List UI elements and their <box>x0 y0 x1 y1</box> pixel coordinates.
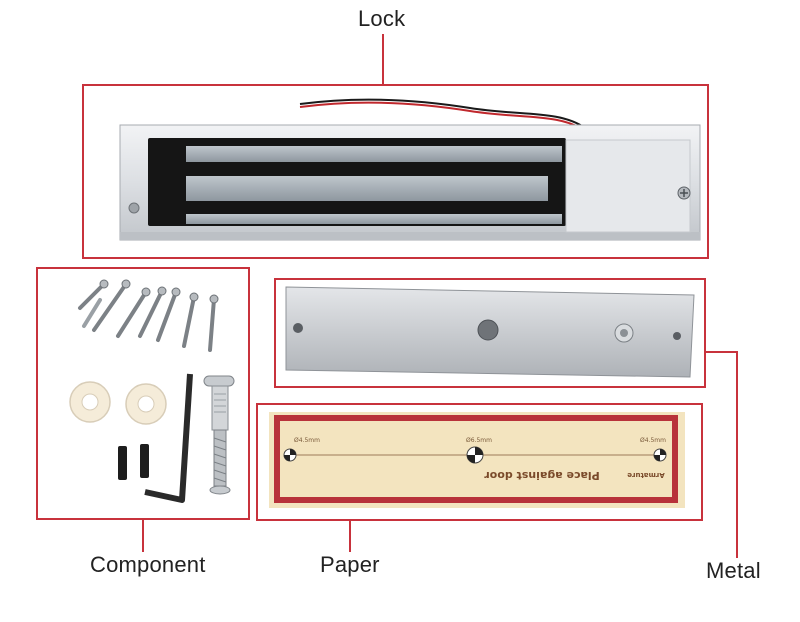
component-leader-line <box>142 520 144 552</box>
paper-leader-line <box>349 521 351 552</box>
metal-label: Metal <box>706 558 761 583</box>
mounting-sticker: Ø4.5mm Ø6.5mm Ø4.5mm Place against door … <box>269 412 685 508</box>
component-parts <box>69 279 235 503</box>
metal-leader-vertical <box>736 351 738 558</box>
metal-frame <box>274 278 706 388</box>
washers <box>69 381 167 425</box>
paper-frame <box>256 403 703 521</box>
paper-label: Paper <box>320 552 380 577</box>
armature-plate <box>285 286 695 378</box>
lock-label: Lock <box>358 6 406 31</box>
metal-leader-horizontal <box>706 351 738 353</box>
sticker-marker-left: Ø4.5mm <box>294 437 320 444</box>
magnetic-lock <box>119 98 701 241</box>
hex-key <box>144 373 193 503</box>
lock-leader-line <box>382 34 384 84</box>
lock-frame <box>82 84 709 259</box>
sticker-target-right <box>653 448 667 462</box>
component-label: Component <box>90 552 206 577</box>
sticker-side-text: Armature <box>627 471 665 479</box>
sticker-marker-center: Ø6.5mm <box>466 437 492 444</box>
sticker-marker-right: Ø4.5mm <box>640 437 666 444</box>
sleeves <box>118 444 149 480</box>
sticker-target-center <box>466 446 484 464</box>
sticker-main-text: Place against door <box>484 469 600 482</box>
component-frame <box>36 267 250 520</box>
sticker-target-left <box>283 448 297 462</box>
screws <box>78 282 216 352</box>
mounting-bolt <box>203 375 235 495</box>
